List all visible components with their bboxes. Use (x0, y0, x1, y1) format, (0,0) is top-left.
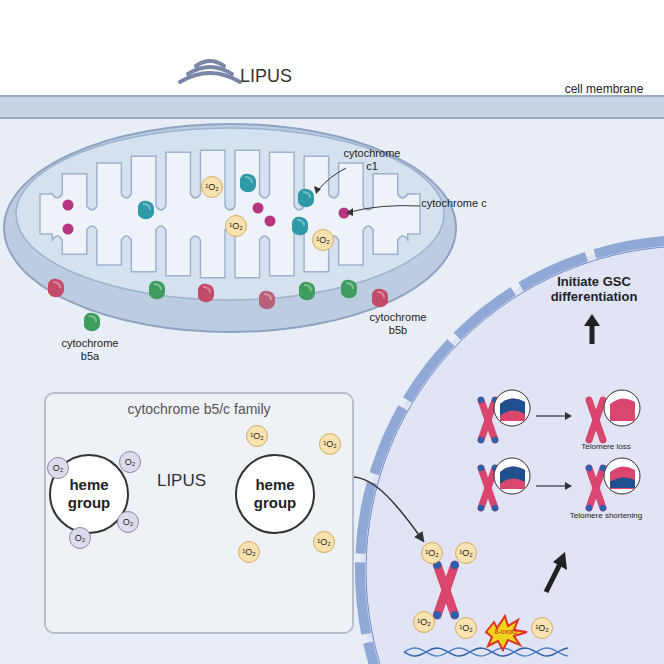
cytochrome-blob (84, 313, 100, 331)
damage-arrow-head (553, 552, 567, 570)
outcome-label: Initiate GSC differentiation (534, 275, 654, 305)
oxygen-label: O₂ (123, 518, 134, 527)
membrane-line (0, 117, 664, 119)
oxygen-bubble: ¹O₂ (413, 611, 435, 633)
oxygen-bubble: O₂ (69, 527, 91, 549)
oxygen-label: O₂ (53, 464, 64, 473)
oxygen-bubble: ¹O₂ (319, 433, 341, 455)
heme-label: heme group (58, 476, 120, 512)
oxygen-label: ¹O₂ (317, 538, 331, 547)
oxygen-label: ¹O₂ (242, 548, 256, 557)
oxygen-bubble: ¹O₂ (246, 425, 268, 447)
telomere-label: Telomere shortening (570, 511, 642, 520)
cytochrome-blob (265, 216, 276, 227)
oxygen-bubble: ¹O₂ (313, 531, 335, 553)
outside-ground (0, 0, 664, 96)
membrane-line (0, 95, 664, 97)
protein-label: cytochrome b5b (363, 311, 433, 336)
oxygen-label: ¹O₂ (417, 618, 431, 627)
oxygen-bubble: O₂ (47, 457, 69, 479)
heme-label: heme group (244, 476, 306, 512)
nuclear-envelope-inner (366, 246, 664, 664)
nuclear-envelope (360, 240, 664, 664)
oxygen-bubble: ¹O₂ (455, 542, 477, 564)
oxygen-bubble: ¹O₂ (312, 229, 334, 251)
cytochrome-blob (298, 189, 314, 207)
cytochrome-blob (138, 201, 154, 219)
oxygen-bubble: ¹O₂ (238, 541, 260, 563)
oxygen-bubble: ¹O₂ (531, 617, 553, 639)
edge-label: LIPUS (155, 471, 208, 491)
stimulus-label: LIPUS (240, 66, 292, 87)
leader-lines (318, 168, 420, 212)
structure-label: cell membrane (565, 83, 644, 97)
oxygen-label: ¹O₂ (459, 549, 473, 558)
oxygen-bubble: O₂ (117, 511, 139, 533)
oxygen-bubble: O₂ (119, 451, 141, 473)
mitochondrion (4, 124, 456, 332)
cytochrome-blob (372, 289, 388, 307)
cytochrome-blob (63, 224, 74, 235)
cytochrome-blob (299, 282, 315, 300)
telomere-label: Telomere loss (581, 442, 630, 451)
oxygen-label: ¹O₂ (250, 432, 264, 441)
cytochrome-blob (63, 200, 74, 211)
cytochrome-blob (253, 203, 264, 214)
oxygen-label: ¹O₂ (205, 183, 219, 192)
oxygen-label: ¹O₂ (425, 549, 439, 558)
chromosome-with-dna (404, 561, 568, 656)
up-arrow (590, 324, 595, 344)
oxygen-bubble: ¹O₂ (455, 617, 477, 639)
oxygen-label: ¹O₂ (316, 236, 330, 245)
cytochrome-blob (198, 284, 214, 302)
nucleus (360, 240, 664, 664)
leader-heads (314, 186, 353, 216)
cytochrome-blob (292, 217, 308, 235)
group-heading: cytochrome b5/c family (46, 394, 352, 416)
heme-circle: heme group (235, 454, 315, 534)
cytochrome-proteins (48, 174, 388, 331)
protein-label: cytochrome c1 (337, 147, 407, 172)
damage-arrow (546, 564, 560, 592)
cytochrome-blob (341, 280, 357, 298)
oxygen-label: O₂ (125, 458, 136, 467)
oxygen-label: ¹O₂ (229, 222, 243, 231)
oxygen-bubble: ¹O₂ (201, 176, 223, 198)
oxygen-label: ¹O₂ (459, 624, 473, 633)
cytochrome-blob (149, 281, 165, 299)
telomere-illustration (478, 390, 640, 511)
protein-label: cytochrome c (419, 197, 489, 210)
damage-burst (486, 616, 527, 650)
cytochrome-blob (48, 279, 64, 297)
oxygen-label: ¹O₂ (535, 624, 549, 633)
oxygen-label: O₂ (75, 534, 86, 543)
up-arrow-head (584, 314, 600, 326)
ultrasound-icon (180, 61, 240, 82)
oxygen-bubble: ¹O₂ (421, 542, 443, 564)
oxygen-bubble: ¹O₂ (225, 215, 247, 237)
group-box: cytochrome b5/c family heme group heme gro… (44, 392, 354, 634)
oxygen-label: ¹O₂ (323, 440, 337, 449)
cytochrome-blob (259, 291, 275, 309)
cytochrome-blob (240, 174, 256, 192)
damage-label: 8-oxoG (495, 628, 518, 636)
protein-label: cytochrome b5a (55, 337, 125, 362)
cell-membrane-band (0, 96, 664, 118)
